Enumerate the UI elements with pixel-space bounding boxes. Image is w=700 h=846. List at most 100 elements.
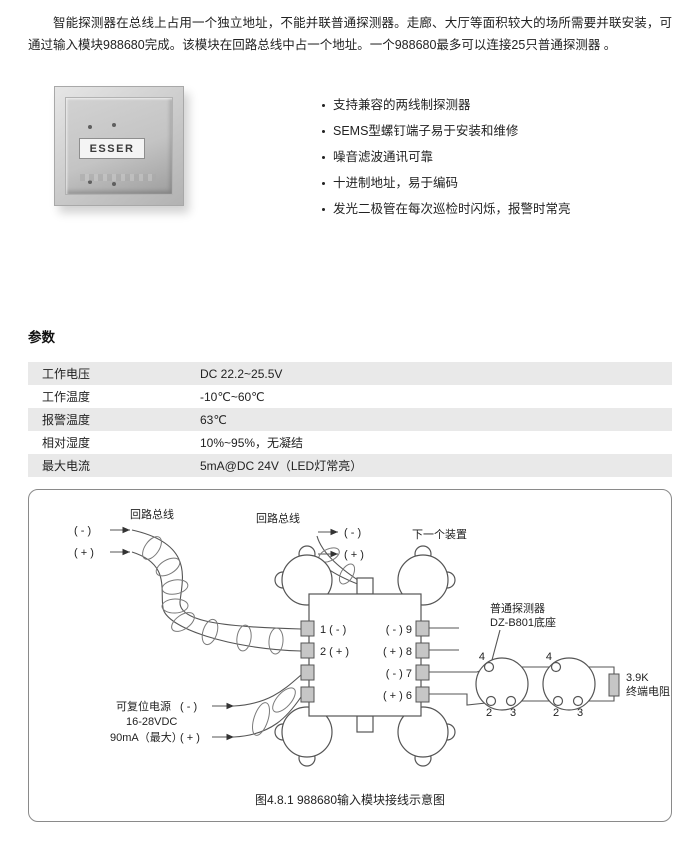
terminal-block xyxy=(415,686,430,703)
base-terminal xyxy=(572,695,584,707)
terminal-label: 1 ( - ) xyxy=(320,624,346,636)
chain-link-icon xyxy=(142,536,162,560)
feature-item: 支持兼容的两线制探测器 xyxy=(322,92,571,118)
terminal-number: 4 xyxy=(479,651,485,663)
detector-base-circle xyxy=(542,657,596,711)
loop-bus-in-chain xyxy=(131,529,302,655)
chain-link-icon xyxy=(272,687,296,713)
terminal-label: ( + ) 8 xyxy=(383,646,412,658)
device-print-text xyxy=(80,174,156,181)
chain-link-icon xyxy=(338,563,356,585)
led-icon xyxy=(88,180,92,184)
bullet-icon xyxy=(322,207,325,211)
detector-base-circle xyxy=(475,657,529,711)
feature-text: 发光二极管在每次巡检时闪烁，报警时常亮 xyxy=(333,202,571,216)
bullet-icon xyxy=(322,103,325,107)
base-terminal xyxy=(485,695,497,707)
page: 智能探测器在总线上占用一个独立地址，不能并联普通探测器。走廊、大厅等面积较大的场… xyxy=(0,12,700,846)
resistor-name-label: 终端电阻 xyxy=(626,684,670,698)
base-terminal xyxy=(505,695,517,707)
device-face: ESSER xyxy=(65,97,173,195)
product-photo: ESSER xyxy=(54,86,184,206)
terminal-block xyxy=(415,642,430,659)
led-icon xyxy=(112,123,116,127)
chain-link-icon xyxy=(171,612,195,632)
param-value: -10℃~60℃ xyxy=(200,389,265,404)
wiring-diagram-svg: ( - ) ( + ) 回路总线 回路总线 xyxy=(74,507,670,767)
wire xyxy=(233,674,302,707)
param-label: 报警温度 xyxy=(42,413,91,427)
module-body xyxy=(308,593,422,717)
product-photo-wrap: ESSER xyxy=(54,86,194,206)
input-module: 1 ( - ) 2 ( + ) ( - ) 9 ( + ) 8 ( - ) 7 … xyxy=(274,545,456,767)
param-label: 工作温度 xyxy=(42,390,91,404)
feature-item: 十进制地址，易于编码 xyxy=(322,170,571,196)
loop-bus-top-label: 回路总线 xyxy=(256,511,300,525)
terminal-label: 2 ( + ) xyxy=(320,646,349,658)
power-label: 可复位电源 xyxy=(116,699,171,713)
chain-link-icon xyxy=(268,627,284,655)
power-labels: 可复位电源 ( - ) 16-28VDC 90mA（最大） ( + ) xyxy=(110,699,234,744)
feature-list: 支持兼容的两线制探测器 SEMS型螺钉端子易于安装和维修 噪音滤波通讯可靠 十进… xyxy=(322,92,571,222)
detector-base-2: 4 2 3 xyxy=(542,651,596,719)
param-value: 63℃ xyxy=(200,412,227,427)
param-value: DC 22.2~25.5V xyxy=(200,366,283,381)
bullet-icon xyxy=(322,181,325,185)
detector-base-label: DZ-B801底座 xyxy=(490,615,556,629)
base-terminal xyxy=(552,695,564,707)
corner-mount xyxy=(397,706,449,758)
plus-label: ( + ) xyxy=(180,732,200,744)
corner-mount xyxy=(281,554,333,606)
terminal-number: 3 xyxy=(577,707,583,719)
power-voltage-label: 16-28VDC xyxy=(126,716,177,728)
table-row: 最大电流 5mA@DC 24V（LED灯常亮） xyxy=(28,454,672,477)
terminal-block xyxy=(300,664,315,681)
next-device-label: 下一个装置 xyxy=(412,528,467,541)
feature-text: SEMS型螺钉端子易于安装和维修 xyxy=(333,124,519,138)
bottom-connector xyxy=(356,715,374,733)
feature-item: SEMS型螺钉端子易于安装和维修 xyxy=(322,118,571,144)
minus-label: ( - ) xyxy=(344,527,361,539)
chain-link-icon xyxy=(236,624,252,652)
param-label: 相对湿度 xyxy=(42,436,91,450)
base-terminal xyxy=(550,661,562,673)
feature-text: 支持兼容的两线制探测器 xyxy=(333,98,471,112)
table-row: 工作电压 DC 22.2~25.5V xyxy=(28,362,672,385)
chain-link-icon xyxy=(161,598,189,614)
corner-mount xyxy=(281,706,333,758)
terminal-label: ( + ) 6 xyxy=(383,690,412,702)
corner-mount xyxy=(397,554,449,606)
terminal-block xyxy=(300,620,315,637)
wire xyxy=(583,696,615,702)
loop-bus-in-labels: ( - ) ( + ) 回路总线 xyxy=(74,507,174,559)
power-chain xyxy=(233,674,302,738)
wire xyxy=(429,693,487,706)
minus-label: ( - ) xyxy=(180,701,197,713)
param-label: 最大电流 xyxy=(42,459,91,473)
led-icon xyxy=(88,125,92,129)
detector-type-label: 普通探测器 xyxy=(490,601,545,615)
terminal-label: ( - ) 9 xyxy=(386,624,412,636)
terminal-block xyxy=(300,642,315,659)
brand-label: ESSER xyxy=(79,138,145,159)
wire xyxy=(429,668,486,673)
power-current-label: 90mA（最大） xyxy=(110,730,183,744)
chain-link-icon xyxy=(161,579,189,595)
terminal-block xyxy=(300,686,315,703)
bullet-icon xyxy=(322,129,325,133)
wiring-diagram: ( - ) ( + ) 回路总线 回路总线 xyxy=(28,489,672,822)
chain-link-icon xyxy=(252,702,270,736)
param-value: 5mA@DC 24V（LED灯常亮） xyxy=(200,459,363,473)
feature-item: 发光二极管在每次巡检时闪烁，报警时常亮 xyxy=(322,196,571,222)
param-label: 工作电压 xyxy=(42,367,91,381)
detector-base-1: 4 2 3 xyxy=(475,651,529,719)
plus-label: ( + ) xyxy=(74,547,94,559)
pointer-line xyxy=(491,629,501,661)
loop-bus-out-labels: 回路总线 ( - ) ( + ) 下一个装置 xyxy=(256,511,467,561)
terminal-number: 2 xyxy=(486,707,492,719)
wire xyxy=(131,529,302,630)
chain-link-icon xyxy=(201,618,219,646)
terminal-number: 3 xyxy=(510,707,516,719)
eol-resistor: 3.9K 终端电阻 xyxy=(608,672,670,698)
param-value: 10%~95%，无凝结 xyxy=(200,436,304,450)
